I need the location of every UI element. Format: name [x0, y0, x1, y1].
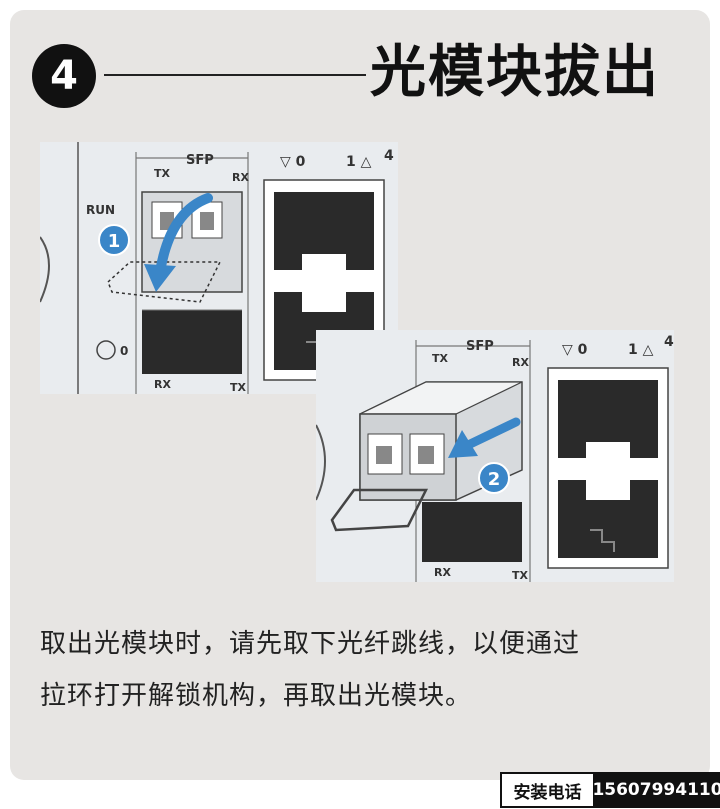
figure-unlock-latch: SFP TX RX RUN 0 RX TX 1 ▽ 0 1 △ 4 — [40, 142, 398, 394]
rx-bottom-label-2: RX — [434, 566, 451, 579]
rx-top-label-2: RX — [512, 356, 529, 369]
instruction-line-2: 拉环打开解锁机构，再取出光模块。 — [40, 681, 473, 711]
instruction-line-1: 取出光模块时，请先取下光纤跳线，以便通过 — [40, 629, 581, 659]
step-marker-1 — [98, 224, 130, 256]
slot-number: 4 — [384, 148, 394, 164]
port0-label: ▽ 0 — [280, 154, 306, 170]
port1-label: 1 △ — [346, 154, 372, 170]
sfp-label: SFP — [186, 153, 214, 168]
tx-top-label-2: TX — [432, 352, 449, 365]
contact-banner: 安装电话 15607994110 — [500, 772, 720, 808]
run-label: RUN — [86, 203, 115, 217]
step-marker-1-label: 1 — [108, 231, 121, 252]
tx-top-label: TX — [154, 167, 171, 180]
title-divider — [104, 74, 366, 76]
step-marker-2-label: 2 — [488, 469, 501, 490]
step-title: 光模块拔出 — [370, 40, 660, 105]
tx-bottom-label: TX — [230, 381, 247, 394]
rotate-arrow — [155, 193, 213, 277]
contact-phone: 15607994110 — [592, 772, 720, 808]
port1-label-2: 1 △ — [628, 342, 654, 358]
rx-top-label: RX — [232, 171, 249, 184]
latch-bail — [330, 488, 429, 532]
led-label: 0 — [120, 344, 128, 358]
step-marker-2 — [478, 462, 510, 494]
step-number-badge: 4 — [32, 44, 96, 108]
figure-pull-module: SFP TX RX RX TX 2 ▽ 0 1 △ 4 — [316, 330, 674, 582]
instruction-text: 取出光模块时，请先取下光纤跳线，以便通过 拉环打开解锁机构，再取出光模块。 — [40, 618, 690, 722]
port0-label-2: ▽ 0 — [562, 342, 588, 358]
slot-number-2: 4 — [664, 334, 674, 350]
pull-arrow — [461, 417, 521, 451]
rx-bottom-label: RX — [154, 378, 171, 391]
sfp-label-2: SFP — [466, 339, 494, 354]
tx-bottom-label-2: TX — [512, 569, 529, 582]
contact-label: 安装电话 — [500, 772, 595, 808]
